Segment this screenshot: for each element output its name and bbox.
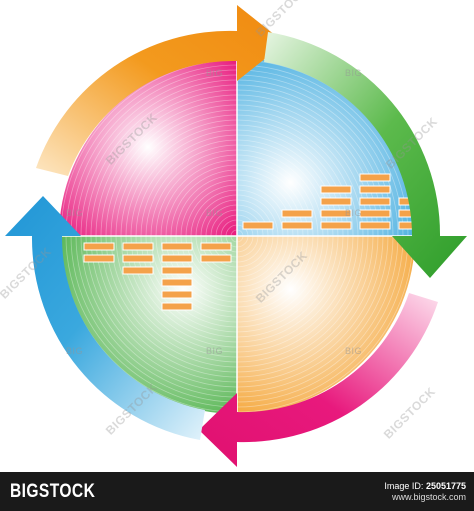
equalizer-segment bbox=[161, 290, 193, 299]
site-url: www.bigstock.com bbox=[391, 491, 466, 502]
equalizer-segment bbox=[320, 209, 352, 218]
image-info: Image ID: 25051775 www.bigstock.com bbox=[384, 481, 466, 503]
equalizer-segment bbox=[122, 242, 154, 251]
image-id-label: Image ID: bbox=[384, 480, 424, 491]
equalizer-segment bbox=[320, 197, 352, 206]
equalizer-segment bbox=[359, 197, 391, 206]
equalizer-segment bbox=[83, 254, 115, 263]
equalizer-segment bbox=[359, 209, 391, 218]
equalizer-segment bbox=[200, 254, 232, 263]
equalizer-segment bbox=[242, 221, 274, 230]
equalizer-segment bbox=[359, 173, 391, 182]
equalizer-segment bbox=[281, 221, 313, 230]
equalizer-segment bbox=[281, 209, 313, 218]
equalizer-segment bbox=[161, 302, 193, 311]
equalizer-segment bbox=[359, 221, 391, 230]
stock-footer-bar: BIGSTOCK Image ID: 25051775 www.bigstock… bbox=[0, 472, 474, 511]
equalizer-segment bbox=[83, 242, 115, 251]
image-id-line: Image ID: 25051775 bbox=[384, 481, 466, 492]
equalizer-segment bbox=[122, 266, 154, 275]
arrow-right-icon bbox=[36, 5, 285, 176]
equalizer-segment bbox=[122, 254, 154, 263]
equalizer-segment bbox=[161, 254, 193, 263]
equalizer-segment bbox=[161, 242, 193, 251]
brand-logo: BIGSTOCK bbox=[10, 480, 96, 502]
equalizer-segment bbox=[161, 278, 193, 287]
cycle-diagram: BIGSTOCK BIGSTOCK BIGSTOCK BIGSTOCK BIGS… bbox=[0, 0, 467, 467]
arrow-left-icon bbox=[199, 293, 438, 467]
equalizer-hanging-icon bbox=[83, 242, 232, 311]
equalizer-segment bbox=[200, 242, 232, 251]
arrow-up-icon bbox=[5, 196, 205, 440]
equalizer-segment bbox=[320, 221, 352, 230]
equalizer-segment bbox=[161, 266, 193, 275]
equalizer-segment bbox=[320, 185, 352, 194]
equalizer-segment bbox=[359, 185, 391, 194]
image-id-value: 25051775 bbox=[425, 480, 466, 491]
arrow-down-icon bbox=[264, 32, 467, 278]
